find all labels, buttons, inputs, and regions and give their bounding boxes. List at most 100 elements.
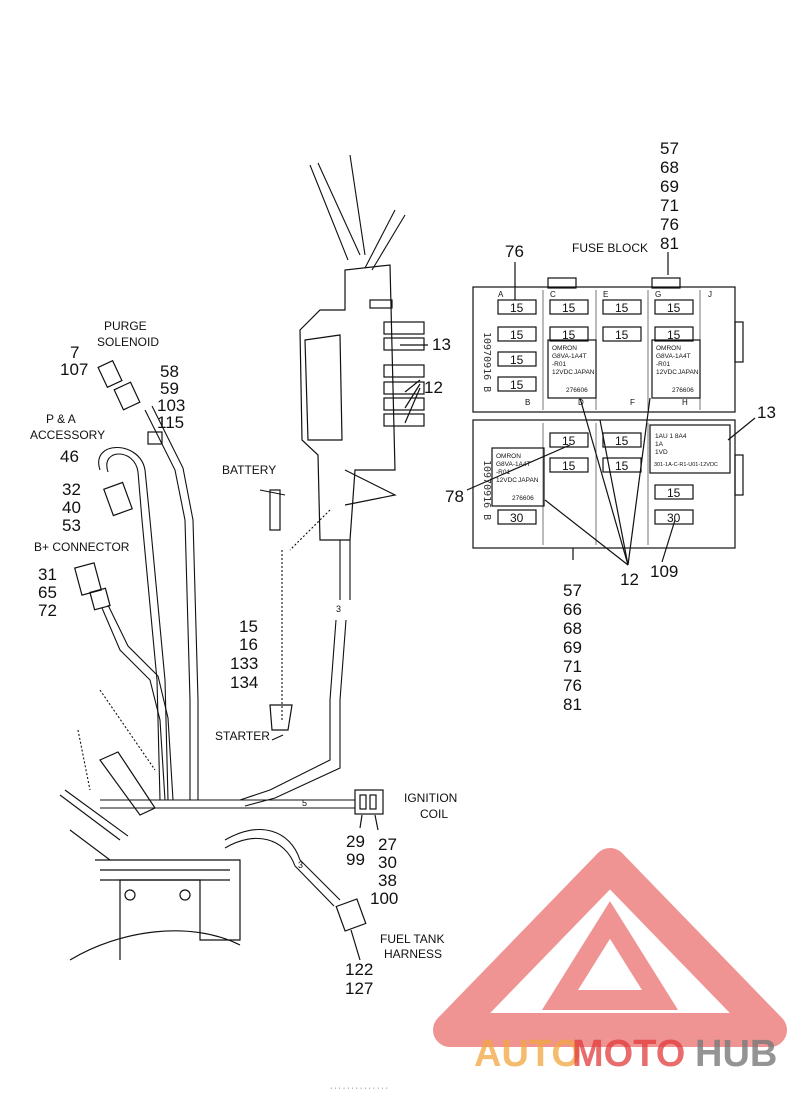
relay4-line1: 1A [655, 441, 664, 448]
fuse-lower-2: 15 [615, 434, 629, 448]
callout-batt-15: 15 [239, 617, 258, 636]
callout-fuel-127: 127 [345, 979, 373, 998]
relay3-line4: JAPAN [518, 477, 539, 484]
watermark-logo [433, 848, 787, 1047]
fuse-lower-5: 30 [510, 511, 524, 525]
fuse-upper-9: 15 [667, 328, 681, 342]
callout-module-13: 13 [432, 335, 451, 354]
main-harness: 3 5 3 [59, 154, 428, 961]
callout-fb-top-76: 76 [660, 215, 679, 234]
callout-b-72: 72 [38, 601, 57, 620]
fuse-upper-1: 15 [510, 328, 524, 342]
battery-label: BATTERY [222, 463, 276, 477]
relay3-line3: 12VDC [496, 477, 517, 484]
col-letter-h: H [682, 398, 688, 407]
fuse-upper-6: 15 [615, 301, 629, 315]
callout-fb-13: 13 [757, 403, 776, 422]
callout-fb-top-57: 57 [660, 139, 679, 158]
relay1-line0: OMRON [552, 345, 577, 352]
callout-module-12: 12 [424, 378, 443, 397]
wire-mark-fuel: 3 [298, 860, 303, 870]
callout-purge-59: 59 [160, 379, 179, 398]
callout-fb-bot-81: 81 [563, 695, 582, 714]
fuse-lower-6: 30 [667, 511, 681, 525]
relay3-line2: -R01 [496, 469, 510, 476]
relay2-line2: -R01 [656, 361, 670, 368]
callout-ign-100: 100 [370, 889, 398, 908]
ignition-coil-label-1: IGNITION [404, 791, 457, 805]
callout-fb-bot-71: 71 [563, 657, 582, 676]
fuse-lower-3: 15 [615, 459, 629, 473]
relay2-line1: G8VA-1A4T [656, 353, 691, 360]
col-letter-b: B [525, 398, 530, 407]
callout-fb-78: 78 [445, 487, 464, 506]
watermark-text-moto: MOTO [572, 1033, 685, 1075]
starter-label: STARTER [215, 729, 270, 743]
callout-ign-30: 30 [378, 853, 397, 872]
callout-b-31: 31 [38, 565, 57, 584]
callout-ign-29: 29 [346, 832, 365, 851]
callout-pa-53: 53 [62, 516, 81, 535]
callout-pa-40: 40 [62, 498, 81, 517]
callout-fb-bot-66: 66 [563, 600, 582, 619]
callout-fb-bot-68: 68 [563, 619, 582, 638]
callout-ign-27: 27 [378, 835, 397, 854]
fuse-upper-2: 15 [510, 353, 524, 367]
wire-mark-mid: 5 [302, 798, 307, 808]
callout-fb-109: 109 [650, 562, 678, 581]
relay1-line4: JAPAN [574, 369, 595, 376]
callout-b-65: 65 [38, 583, 57, 602]
pa-accessory-label-2: ACCESSORY [30, 428, 105, 442]
watermark-text-hub: HUB [695, 1033, 777, 1075]
callout-fb-top-69: 69 [660, 177, 679, 196]
callout-purge-107: 107 [60, 360, 88, 379]
b-connector-label: B+ CONNECTOR [34, 540, 130, 554]
relay3-line1: G8VA-1A4T [496, 461, 531, 468]
fuse-upper-4: 15 [562, 301, 576, 315]
fuse-side-code-upper: 10970916 B [481, 332, 492, 392]
fuse-upper-8: 15 [667, 301, 681, 315]
callout-fb-bot-76: 76 [563, 676, 582, 695]
relay3-line5: 276606 [512, 495, 534, 502]
callout-ign-38: 38 [378, 871, 397, 890]
callout-pa-46: 46 [60, 447, 79, 466]
callout-fuel-122: 122 [345, 960, 373, 979]
callout-fb-bot-57: 57 [563, 581, 582, 600]
callout-purge-115: 115 [157, 413, 184, 432]
fuse-upper-7: 15 [615, 328, 629, 342]
wire-mark-top: 3 [336, 604, 341, 614]
relay4-line0: 1AU 1 8A4 [655, 433, 687, 440]
pa-accessory-label-1: P & A [46, 412, 76, 426]
relay1-line3: 12VDC [552, 369, 573, 376]
fuse-block [472, 277, 744, 549]
relay2-line3: 12VDC [656, 369, 677, 376]
fuse-upper-3: 15 [510, 378, 524, 392]
col-letter-a: A [498, 290, 504, 299]
callout-batt-134: 134 [230, 673, 258, 692]
relay2-line0: OMRON [656, 345, 681, 352]
relay4-line2: 1VD [655, 449, 668, 456]
callout-purge-58: 58 [160, 362, 179, 381]
relay1-line5: 276606 [566, 387, 588, 394]
relay2-line4: JAPAN [678, 369, 699, 376]
col-letter-e: E [603, 290, 608, 299]
callout-purge-7: 7 [70, 343, 79, 362]
callout-ign-99: 99 [346, 850, 365, 869]
callout-fb-top-68: 68 [660, 158, 679, 177]
fuel-tank-label-1: FUEL TANK [380, 932, 444, 946]
purge-solenoid-label-2: SOLENOID [97, 335, 159, 349]
fuse-lower-0: 15 [562, 434, 576, 448]
fuse-block-leaders [466, 252, 756, 566]
fuse-side-code-lower: 10970916 B [481, 460, 492, 520]
callout-fb-top-81: 81 [660, 234, 679, 253]
fuse-lower-4: 15 [667, 486, 681, 500]
callout-fb-top-71: 71 [660, 196, 679, 215]
relay3-line0: OMRON [496, 453, 521, 460]
relay4-line3: 301-1A-C-R1-U01-12VDC [654, 462, 718, 468]
fuse-upper-0: 15 [510, 301, 524, 315]
relay1-line1: G8VA-1A4T [552, 353, 587, 360]
col-letter-f: F [630, 398, 635, 407]
callout-batt-16: 16 [239, 635, 258, 654]
ignition-coil-label-2: COIL [420, 807, 448, 821]
